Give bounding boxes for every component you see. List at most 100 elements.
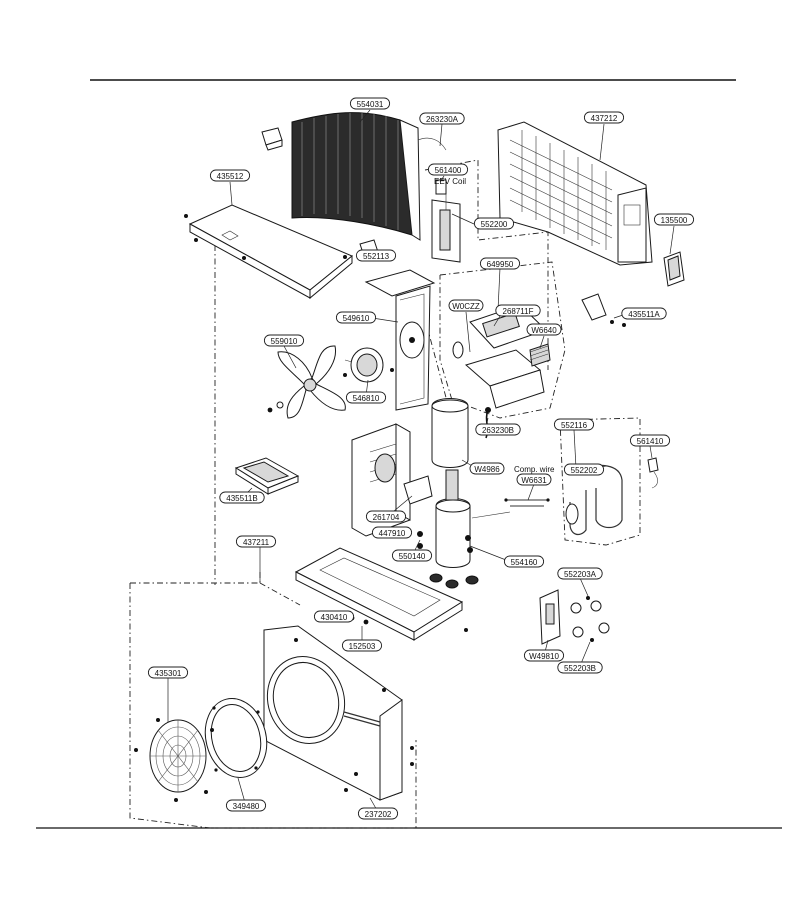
part-label-box (263, 334, 305, 347)
part-label-text: 552113 (363, 252, 390, 261)
part-label-text: 237202 (365, 810, 392, 819)
part-label-text: W6640 (531, 326, 557, 335)
part-label-box (583, 111, 625, 124)
part-label-box (391, 549, 433, 562)
part-label-p552202: 552202 (563, 463, 605, 476)
part-label-p559010: 559010 (263, 334, 305, 347)
part-label-text: 135500 (661, 216, 688, 225)
part-label-pw4986: W4986 (469, 462, 505, 475)
part-label-box (335, 311, 377, 324)
part-label-p552203b: 552203B (557, 661, 603, 674)
part-label-p437211: 437211 (235, 535, 277, 548)
part-label-p430410: 430410 (313, 610, 355, 623)
part-label-text: 559010 (271, 337, 298, 346)
part-label-text: 435301 (155, 669, 182, 678)
top-cover (184, 204, 353, 300)
part-labels: 554031 263230A 437212 435512 561400 552200 135… (147, 97, 695, 820)
part-label-text: 447910 (379, 529, 406, 538)
part-label-pw6640: W6640 (526, 323, 562, 336)
part-label-text: 561410 (637, 437, 664, 446)
part-label-p549610: 549610 (335, 311, 377, 324)
part-label-box (473, 217, 515, 230)
propeller-fan (267, 345, 346, 419)
part-label-p263230b: 263230B (475, 423, 521, 436)
part-label-box (653, 213, 695, 226)
part-label-text: 152503 (349, 642, 376, 651)
condenser-coil (291, 112, 447, 241)
part-label-text: 549610 (343, 314, 370, 323)
part-label-box (427, 163, 469, 176)
part-label-box (516, 473, 552, 486)
part-label-p435511b: 435511B (219, 491, 265, 504)
part-label-p435301: 435301 (147, 666, 189, 679)
part-label-text: 268711F (503, 307, 534, 316)
part-label-text: 552203B (564, 664, 596, 673)
part-label-p237202: 237202 (357, 807, 399, 820)
part-label-pw49810: W49810 (523, 649, 565, 662)
part-label-text: 552203A (564, 570, 597, 579)
part-label-text: 437211 (243, 538, 270, 547)
part-label-text: 546810 (353, 394, 380, 403)
comp-wire-note: Comp. wire (514, 465, 555, 474)
part-label-box (349, 97, 391, 110)
part-label-text: 552202 (571, 466, 598, 475)
part-label-pw0czz: W0CZZ (448, 299, 484, 312)
part-label-text: 550140 (399, 552, 426, 561)
part-label-text: 435512 (217, 172, 244, 181)
part-label-box (495, 304, 541, 317)
eev-valve (431, 179, 461, 263)
control-box (452, 304, 551, 409)
part-label-box (553, 418, 595, 431)
part-label-p437212: 437212 (583, 111, 625, 124)
part-label-box (475, 423, 521, 436)
part-label-pw6631: W6631 (516, 473, 552, 486)
part-label-text: W0CZZ (452, 302, 480, 311)
comp-wire (504, 498, 550, 507)
part-label-text: 261704 (373, 513, 400, 522)
part-label-text: 552200 (481, 220, 508, 229)
part-label-box (563, 463, 605, 476)
service-valves (539, 589, 610, 645)
bell-mouth-ring (204, 698, 268, 778)
part-label-text: 263230B (482, 426, 514, 435)
part-label-p552203a: 552203A (557, 567, 603, 580)
part-label-box (219, 491, 265, 504)
part-label-box (345, 391, 387, 404)
partition-plate (364, 269, 436, 411)
part-label-box (209, 169, 251, 182)
part-label-p435511a: 435511A (621, 307, 667, 320)
leader-lines (167, 109, 675, 813)
part-label-p552113: 552113 (355, 249, 397, 262)
part-label-box (448, 299, 484, 312)
part-label-text: 435511B (226, 494, 257, 503)
part-label-text: 349480 (233, 802, 260, 811)
part-label-box (621, 307, 667, 320)
part-label-text: 263230A (426, 115, 459, 124)
fan-motor (343, 347, 394, 383)
part-label-p261704: 261704 (365, 510, 407, 523)
part-label-text: W49810 (529, 652, 559, 661)
part-label-text: 435511A (628, 310, 660, 319)
compressor-jacket (431, 398, 469, 468)
part-label-text: W4986 (474, 465, 500, 474)
part-label-box (629, 434, 671, 447)
part-label-box (365, 510, 407, 523)
part-label-p561400: 561400 (427, 163, 469, 176)
fan-guard-grille (134, 718, 214, 802)
part-label-text: 552116 (561, 421, 588, 430)
service-cover (663, 251, 685, 287)
part-label-text: 554160 (511, 558, 538, 567)
base-pan (294, 547, 468, 641)
part-label-box (557, 567, 603, 580)
part-label-p554031: 554031 (349, 97, 391, 110)
part-label-text: 554031 (357, 100, 384, 109)
part-label-text: 649950 (487, 260, 514, 269)
part-label-box (313, 610, 355, 623)
part-label-box (355, 249, 397, 262)
part-label-text: 430410 (321, 613, 348, 622)
front-panel (263, 625, 414, 801)
part-label-box (341, 639, 383, 652)
rubber-feet (429, 573, 479, 589)
part-label-box (147, 666, 189, 679)
